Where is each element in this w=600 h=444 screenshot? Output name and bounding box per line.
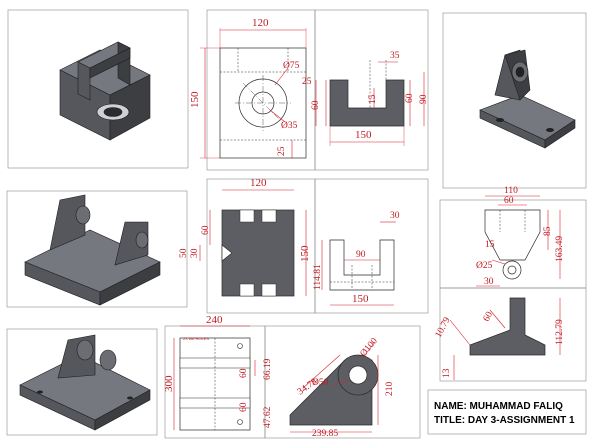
drawing3-side-view: 10.79 60 112.79 13 (434, 297, 565, 380)
d4-front-50: Ø50 (312, 378, 329, 388)
d4-front-210: 210 (385, 382, 395, 397)
title-block: NAME: MUHAMMAD FALIQ TITLE: DAY 3-ASSIGN… (434, 401, 575, 426)
d1-top-small: 25 (277, 146, 287, 156)
d3-side-10: 10.79 (434, 316, 453, 340)
d1-front-90: 90 (419, 94, 429, 104)
d4-mid-60a: 60 (239, 368, 249, 378)
d3-top-163: 163.49 (555, 236, 565, 262)
drawing1-top-view: 120 150 Ø75 Ø35 25 (189, 17, 307, 159)
d4-front-239: 239.85 (312, 429, 338, 439)
d4-left-300: 300 (163, 375, 175, 392)
d4-top-240: 240 (206, 314, 223, 326)
title-name: NAME: MUHAMMAD FALIQ (434, 401, 563, 412)
d1-top-height: 150 (189, 91, 201, 108)
d2-front-114: 114.81 (313, 264, 323, 290)
d4-mid-47: 47.62 (263, 406, 273, 428)
d2-left-60: 60 (201, 225, 211, 235)
d3-top-110: 110 (504, 186, 518, 196)
d3-side-112: 112.79 (555, 319, 565, 345)
iso-part-4 (19, 334, 151, 431)
drawing4-top-view: 240 2X Ø6 HOLES 300 60 66.19 60 47.62 (163, 314, 273, 431)
drawing3-top-view: 110 60 85 163.49 15 Ø25 30 (476, 186, 565, 287)
d3-top-85: 85 (543, 226, 553, 236)
d1-front-60b: 60 (405, 93, 415, 103)
drawing4-front-view: Ø100 34.78 Ø50 210 239.85 (289, 336, 395, 439)
d1-front-left: 25 (302, 77, 312, 87)
iso-part-1 (59, 41, 151, 141)
d1-front-35: 35 (390, 51, 400, 61)
d3-top-25: Ø25 (476, 261, 493, 271)
d4-front-100: Ø100 (359, 336, 380, 359)
d4-holes-note: 2X Ø6 HOLES (183, 336, 209, 341)
d2-left-30: 30 (190, 248, 200, 258)
d2-front-30: 30 (390, 211, 400, 221)
d3-top-30: 30 (484, 277, 494, 287)
d3-top-60: 60 (504, 196, 514, 206)
view-frames (6, 9, 587, 439)
drawing2-top-view: 120 60 50 30 150 (179, 177, 311, 297)
drawing2-front-view: 114.81 90 30 150 (313, 211, 400, 306)
d3-side-13: 13 (442, 368, 452, 378)
d1-front-60: 60 (311, 100, 321, 110)
iso-part-3 (24, 194, 161, 306)
d1-hole-inner: Ø35 (281, 121, 298, 131)
d1-front-150: 150 (355, 129, 372, 141)
d2-front-90: 90 (356, 250, 366, 260)
d2-front-150: 150 (352, 293, 369, 305)
d1-top-width: 120 (252, 17, 269, 29)
d3-top-15: 15 (485, 240, 495, 250)
iso-part-2 (479, 49, 576, 149)
title-assignment: TITLE: DAY 3-ASSIGNMENT 1 (434, 415, 575, 426)
d1-hole-outer: Ø75 (283, 61, 300, 71)
d2-right-150: 150 (299, 245, 311, 262)
d1-front-15: 15 (368, 94, 378, 104)
d2-left-50: 50 (179, 248, 189, 258)
d4-mid-66: 66.19 (263, 358, 273, 380)
d3-side-60: 60 (482, 310, 495, 323)
d2-top-width: 120 (250, 177, 267, 189)
d4-mid-60b: 60 (239, 402, 249, 412)
drawing1-front-view: 25 35 15 60 60 90 150 (302, 51, 429, 146)
